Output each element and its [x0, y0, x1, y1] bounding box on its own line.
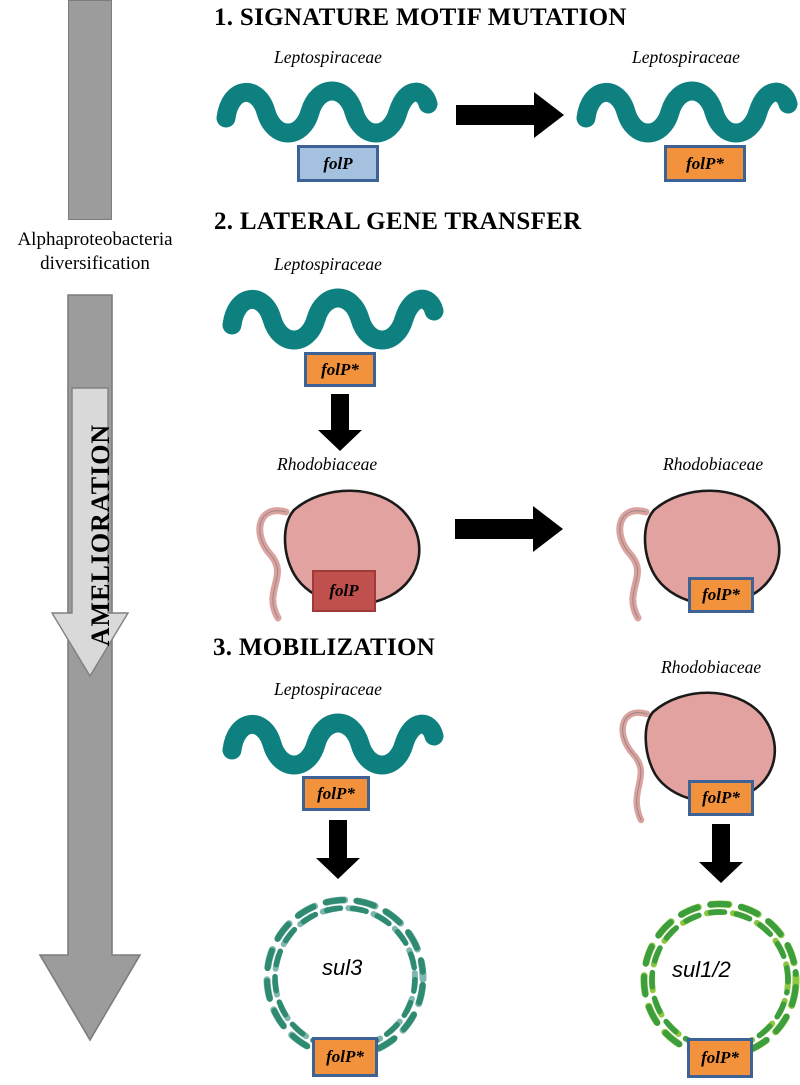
section-title-1: 1. SIGNATURE MOTIF MUTATION — [214, 4, 627, 31]
gene-box-folp-mutant-s1: folP* — [664, 145, 746, 182]
amelioration-label: AMELIORATION — [0, 424, 210, 646]
gene-replacement-arrow — [455, 506, 563, 552]
spirochete-leptospiraceae-s1-right — [576, 81, 798, 143]
gene-box-folp-mutant-s2-right: folP* — [688, 577, 754, 613]
timeline-event-label-line1: Alphaproteobacteria — [17, 229, 173, 250]
amelioration-inner-arrow — [50, 387, 130, 678]
taxon-label-rhodobiaceae-s3: Rhodobiaceae — [661, 657, 762, 677]
taxon-label-leptospiraceae-s1-right: Leptospiraceae — [632, 47, 740, 67]
plasmid-label-sul3: sul3 — [322, 955, 363, 980]
taxon-label-leptospiraceae-s1-left: Leptospiraceae — [274, 47, 382, 67]
section-title-2: 2. LATERAL GENE TRANSFER — [214, 208, 582, 235]
taxon-label-rhodobiaceae-s2-left: Rhodobiaceae — [277, 454, 378, 474]
gene-box-folp-mutant-plasmid-sul12: folP* — [687, 1038, 753, 1078]
gene-box-folp-wildtype-s2-left: folP — [312, 570, 376, 612]
gene-box-folp-mutant-plasmid-sul3: folP* — [312, 1037, 378, 1077]
rhodobiaceae-cell-s3 — [619, 691, 776, 824]
amelioration-label-text: AMELIORATION — [86, 423, 116, 647]
plasmid-label-sul12: sul1/2 — [672, 957, 731, 982]
timeline-event-label: Alphaproteobacteria diversification — [0, 228, 190, 276]
timeline-column: Alphaproteobacteria diversification AMEL… — [0, 0, 200, 1085]
spirochete-leptospiraceae-s1-left — [216, 81, 438, 143]
timeline-top-bar — [68, 0, 112, 220]
rhodobiaceae-cell-s2-right — [616, 489, 781, 622]
timeline-event-label-line2: diversification — [40, 252, 150, 274]
gene-box-folp-mutant-s2-donor: folP* — [304, 352, 376, 387]
spirochete-leptospiraceae-s3 — [222, 713, 444, 775]
taxon-label-leptospiraceae-s3: Leptospiraceae — [274, 679, 382, 699]
taxon-label-leptospiraceae-s2-donor: Leptospiraceae — [274, 254, 382, 274]
rhodobiaceae-cell-s2-left — [256, 489, 421, 622]
mutation-arrow — [456, 92, 564, 138]
gene-box-folp-wildtype-s1: folP — [297, 145, 379, 182]
lateral-transfer-arrow — [318, 394, 362, 451]
mobilization-arrow-left — [316, 820, 360, 879]
taxon-label-rhodobiaceae-s2-right: Rhodobiaceae — [663, 454, 764, 474]
section-title-3: 3. MOBILIZATION — [213, 634, 436, 661]
gene-box-folp-mutant-s3-left: folP* — [302, 776, 370, 811]
mobilization-arrow-right — [699, 824, 743, 883]
spirochete-leptospiraceae-s2-donor — [222, 288, 444, 350]
gene-box-folp-mutant-s3-right: folP* — [688, 780, 754, 816]
